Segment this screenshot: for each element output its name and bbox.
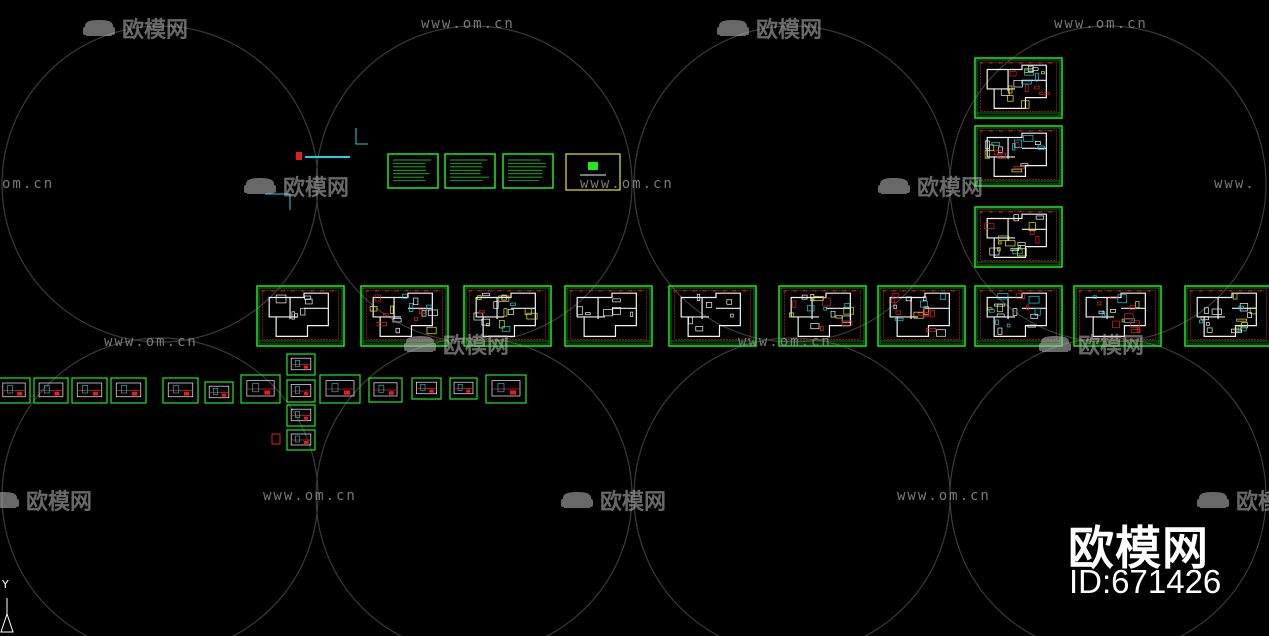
watermark-url: www.om.cn <box>421 16 515 32</box>
drawing-sheet[interactable] <box>974 206 1063 268</box>
sofa-icon <box>1197 492 1229 508</box>
elevation-sheet[interactable] <box>162 377 199 404</box>
cover-sheet[interactable] <box>565 153 621 191</box>
sofa-icon <box>1039 336 1071 352</box>
sofa-icon <box>717 20 749 36</box>
sofa-icon <box>83 20 115 36</box>
watermark-logo-text: 欧模网 <box>917 176 984 201</box>
watermark-circle <box>315 337 633 636</box>
drawing-sheet[interactable] <box>1184 285 1269 347</box>
drawing-sheet[interactable] <box>974 125 1063 187</box>
drawing-fragment[interactable] <box>265 128 368 210</box>
watermark-url: www.om.cn <box>104 334 198 350</box>
watermark-logo: 欧模网 <box>1038 328 1144 360</box>
watermark-logo: 欧模网 <box>877 170 983 202</box>
watermark-url: www.om.cn <box>1054 16 1148 32</box>
watermark-logo-text: 欧模网 <box>1236 490 1269 515</box>
elevation-sheet[interactable] <box>368 377 403 403</box>
watermark-logo: 欧模网 <box>1196 484 1269 516</box>
drawing-fragment[interactable] <box>271 433 281 445</box>
elevation-sheet[interactable] <box>485 374 527 404</box>
elevation-sheet[interactable] <box>449 377 478 400</box>
brand-title: 欧模网 <box>1068 521 1209 575</box>
watermark-logo-text: 欧模网 <box>283 176 350 201</box>
elevation-sheet[interactable] <box>240 374 281 404</box>
drawing-sheet[interactable] <box>668 285 757 347</box>
sofa-icon <box>878 178 910 194</box>
drawing-sheet[interactable] <box>778 285 867 347</box>
brand-id: ID:671426 <box>1069 563 1222 600</box>
notes-sheet[interactable] <box>444 153 496 189</box>
elevation-sheet[interactable] <box>286 429 316 451</box>
drawing-sheet[interactable] <box>974 57 1063 119</box>
watermark-url: www.om.cn <box>263 488 357 504</box>
watermark-logo-text: 欧模网 <box>756 18 823 43</box>
watermark-url: www.om.cn <box>580 176 674 192</box>
elevation-sheet[interactable] <box>204 381 234 404</box>
watermark-url: www.om.cn <box>897 488 991 504</box>
elevation-sheet[interactable] <box>0 377 31 404</box>
drawing-sheet[interactable] <box>463 285 552 347</box>
elevation-sheet[interactable] <box>319 374 361 404</box>
watermark-logo-text: 欧模网 <box>26 490 93 515</box>
watermark-logo: 欧模网 <box>0 484 92 516</box>
sofa-icon <box>404 336 436 352</box>
watermark-logo: 欧模网 <box>560 484 666 516</box>
watermark-url: www.om.cn <box>738 334 832 350</box>
ucs-icon <box>0 598 14 633</box>
watermark-logo: 欧模网 <box>82 12 188 44</box>
watermark-logo-text: 欧模网 <box>600 490 667 515</box>
notes-sheet[interactable] <box>387 153 439 189</box>
elevation-sheet[interactable] <box>286 379 316 403</box>
elevation-sheet[interactable] <box>110 377 147 404</box>
watermark-circle <box>949 337 1267 636</box>
watermark-circle <box>949 25 1267 343</box>
sofa-icon <box>0 492 19 508</box>
elevation-sheet[interactable] <box>286 353 316 376</box>
drawing-sheet[interactable] <box>974 285 1063 347</box>
watermark-logo-text: 欧模网 <box>443 334 510 359</box>
watermark-logo: 欧模网 <box>716 12 822 44</box>
sofa-icon <box>244 178 276 194</box>
sofa-icon <box>561 492 593 508</box>
drawing-sheet[interactable] <box>564 285 653 347</box>
drawing-sheet[interactable] <box>877 285 966 347</box>
notes-sheet[interactable] <box>502 153 554 189</box>
elevation-sheet[interactable] <box>33 377 69 404</box>
watermark-logo: 欧模网 <box>243 170 349 202</box>
watermark-url: www. <box>1214 176 1256 192</box>
watermark-logo-text: 欧模网 <box>1078 334 1145 359</box>
drawing-sheet[interactable] <box>256 285 345 347</box>
watermark-url: om.cn <box>2 176 55 192</box>
watermark-logo-text: 欧模网 <box>122 18 189 43</box>
watermark-circle <box>1 25 319 343</box>
ucs-axis-label: Y <box>2 578 9 591</box>
drawing-sheet[interactable] <box>1073 285 1162 347</box>
elevation-sheet[interactable] <box>286 404 316 427</box>
elevation-sheet[interactable] <box>71 377 108 404</box>
watermark-logo: 欧模网 <box>403 328 509 360</box>
watermark-circle <box>315 25 633 343</box>
elevation-sheet[interactable] <box>411 377 442 400</box>
